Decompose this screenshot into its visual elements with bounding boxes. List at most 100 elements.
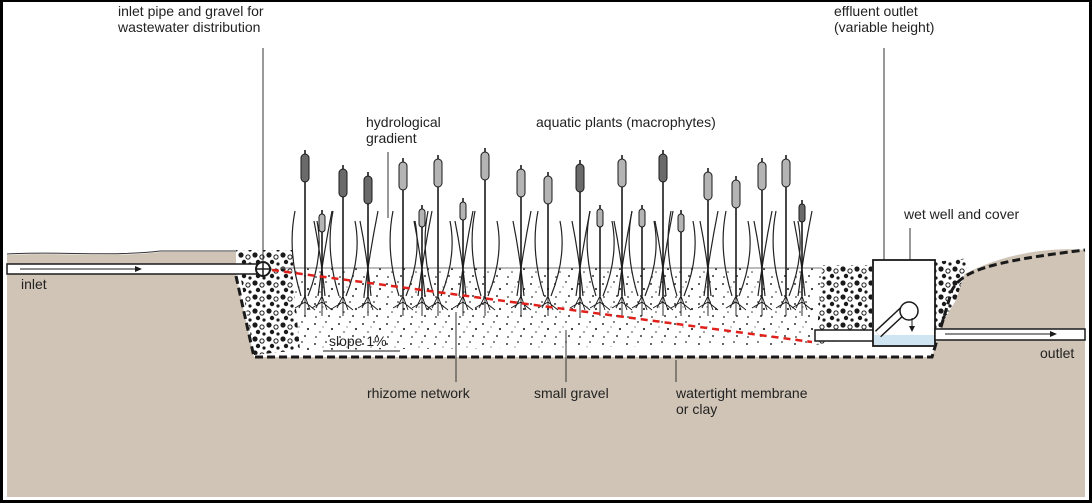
cattail-leaf	[699, 220, 712, 297]
cattail-head	[433, 158, 443, 188]
cattail-leaf	[363, 210, 379, 297]
outlet-pipe-in	[814, 329, 876, 342]
cattail-leaf	[654, 220, 667, 297]
cattail-leaf	[757, 210, 773, 297]
cattail-leaf	[613, 220, 626, 297]
rhizome-root	[294, 295, 316, 316]
cattail-head	[318, 213, 326, 233]
rhizome-root	[452, 295, 474, 316]
cattail-leaf	[586, 210, 597, 297]
cattail-head	[300, 153, 310, 183]
cattail-leaf	[550, 220, 563, 297]
ground-line-left	[6, 250, 236, 255]
cattail-leaf	[722, 210, 733, 297]
cattail-leaf	[797, 210, 813, 297]
rhizome-root	[670, 295, 692, 316]
cattail-head	[543, 175, 553, 205]
cattail-head	[703, 171, 713, 201]
cattail-head	[398, 161, 408, 191]
rhizome-root	[652, 295, 674, 316]
hydrological-gradient-label: hydrological gradient	[366, 114, 441, 146]
cattail-leaf	[516, 210, 532, 297]
rhizome-root	[589, 295, 611, 316]
cattail-leaf	[359, 220, 372, 297]
cattail-head	[781, 158, 791, 188]
cattail-leaf	[413, 220, 426, 297]
cattail-leaf	[571, 220, 584, 297]
cattail-leaf	[658, 210, 674, 297]
rhizome-root	[569, 295, 591, 316]
cattail-leaf	[788, 220, 801, 297]
cattail-head	[575, 163, 585, 193]
cattail-head	[617, 158, 627, 188]
small-gravel-label: small gravel	[534, 385, 609, 401]
aquatic-plants-label: aquatic plants (macrophytes)	[536, 114, 716, 130]
rhizome-root	[357, 295, 379, 316]
cattail-head	[677, 213, 685, 233]
cattail-leaf	[753, 220, 766, 297]
rhizome-root	[474, 295, 496, 316]
wet-well-label: wet well and cover	[904, 206, 1020, 222]
inlet-label: inlet	[21, 276, 47, 292]
rhizome-network-label: rhizome network	[367, 385, 470, 401]
rhizome-root	[411, 295, 433, 316]
rhizome-root	[631, 295, 653, 316]
cattail-head	[638, 208, 646, 228]
cattail-leaf	[667, 210, 678, 297]
slope-label: slope 1%	[329, 333, 387, 349]
cattail-leaf	[458, 210, 474, 297]
hydrological-gradient-line	[271, 268, 813, 344]
cattail-leaf	[534, 210, 545, 297]
outlet-pivot	[899, 301, 919, 321]
rhizome-root	[537, 295, 559, 316]
rhizome-root	[775, 295, 797, 316]
cattail-head	[596, 208, 604, 228]
cattail-head	[798, 203, 806, 223]
rhizome-root	[697, 295, 719, 316]
wet-well-water	[874, 335, 934, 345]
cattail-leaf	[738, 220, 751, 297]
rhizome-root	[791, 295, 813, 316]
cattail-head	[658, 153, 668, 183]
cattail-leaf	[703, 210, 719, 297]
cattail-leaf	[644, 220, 657, 297]
cattail-head	[459, 201, 467, 221]
cattail-leaf	[345, 220, 358, 297]
cattail-leaf	[772, 210, 783, 297]
cattail-leaf	[628, 210, 639, 297]
rhizome-root	[427, 295, 449, 316]
cattail-leaf	[512, 220, 525, 297]
membrane-label: watertight membrane or clay	[676, 385, 808, 417]
rhizome-root	[332, 295, 354, 316]
cattail-leaf	[683, 220, 696, 297]
cattail-leaf	[291, 210, 302, 297]
effluent-outlet-label: effluent outlet (variable height)	[834, 3, 935, 35]
rhizome-root	[311, 295, 333, 316]
rhizome-root	[725, 295, 747, 316]
cattail-head	[418, 208, 426, 228]
cattail-leaf	[793, 220, 806, 297]
cattail-leaf	[417, 210, 433, 297]
cattail-head	[731, 179, 741, 209]
outlet-gravel-zone	[815, 265, 872, 345]
cattail-head	[338, 168, 348, 198]
cattail-leaf	[424, 210, 435, 297]
cattail-leaf	[487, 220, 500, 297]
rhizome-root	[392, 295, 414, 316]
cattail-leaf	[307, 220, 320, 297]
cattail-leaf	[313, 220, 326, 297]
membrane-liner	[234, 248, 1086, 359]
plants-group	[291, 148, 813, 316]
cattail-head	[757, 161, 767, 191]
cattail-head	[363, 175, 373, 205]
cattail-leaf	[454, 220, 467, 297]
soil-body	[7, 249, 1085, 497]
cattail-leaf	[317, 210, 333, 297]
cattail-head	[480, 151, 490, 181]
inlet-gravel-zone	[236, 250, 300, 355]
cattail-leaf	[471, 210, 482, 297]
inlet-pipe-label: inlet pipe and gravel for wastewater dis…	[118, 3, 264, 35]
cattail-leaf	[329, 210, 340, 297]
